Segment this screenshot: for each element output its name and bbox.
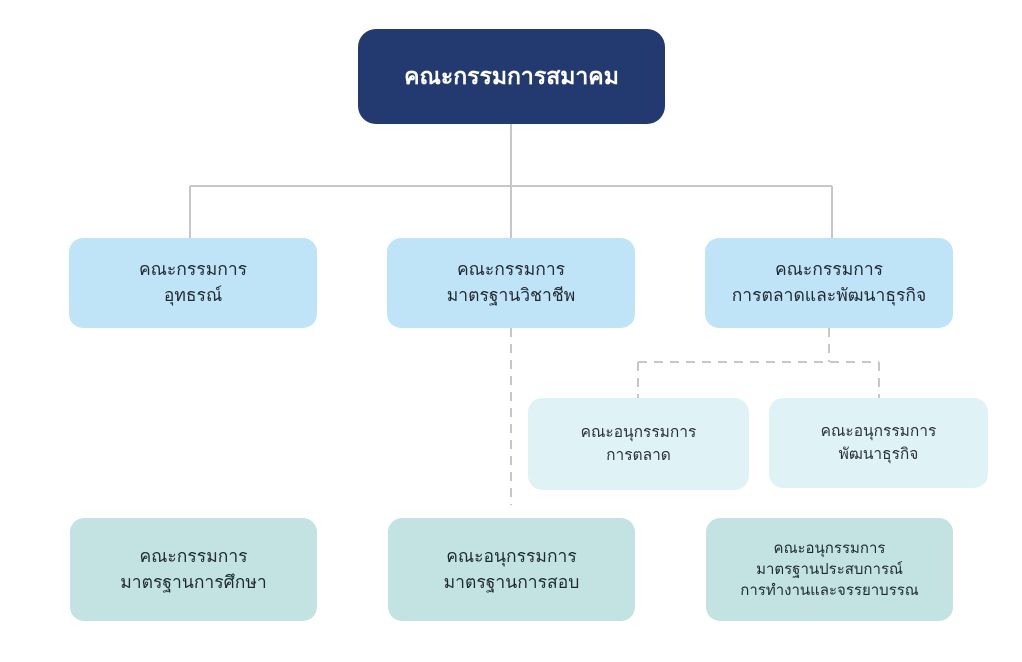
- root-node-label: คณะกรรมการสมาคม: [404, 63, 619, 90]
- bottom-node-line2: มาตรฐานการสอบ: [443, 572, 580, 593]
- bottom-node-line1: คณะอนุกรรมการ: [773, 539, 886, 557]
- solid-connectors: [189, 124, 833, 238]
- committee-node-line2: การตลาดและพัฒนาธุรกิจ: [731, 286, 927, 306]
- committee-node-marketing-business-development: คณะกรรมการ การตลาดและพัฒนาธุรกิจ: [705, 238, 953, 328]
- committee-node-education-standards: คณะกรรมการ มาตรฐานการศึกษา: [70, 518, 317, 621]
- bottom-node-line2: มาตรฐานการศึกษา: [120, 572, 267, 593]
- subcommittee-node-marketing: คณะอนุกรรมการ การตลาด: [528, 398, 749, 490]
- dashed-connectors: [510, 328, 880, 505]
- subcommittee-node-exam-standards: คณะอนุกรรมการ มาตรฐานการสอบ: [388, 518, 635, 621]
- subcommittee-node-line1: คณะอนุกรรมการ: [580, 423, 697, 441]
- subcommittee-node-line2: การตลาด: [606, 446, 671, 464]
- bottom-node-line1: คณะกรรมการ: [139, 546, 248, 567]
- committee-node-line2: มาตรฐานวิชาชีพ: [446, 286, 576, 306]
- committee-node-professional-standards: คณะกรรมการ มาตรฐานวิชาชีพ: [387, 238, 635, 328]
- committee-node-appeals: คณะกรรมการ อุทธรณ์: [69, 238, 317, 328]
- bottom-node-line2: มาตรฐานประสบการณ์: [756, 560, 903, 578]
- subcommittee-node-line1: คณะอนุกรรมการ: [820, 422, 937, 440]
- subcommittee-node-business-development: คณะอนุกรรมการ พัฒนาธุรกิจ: [769, 398, 988, 488]
- committee-node-line2: อุทธรณ์: [163, 286, 223, 306]
- subcommittee-node-line2: พัฒนาธุรกิจ: [838, 445, 919, 463]
- bottom-node-line1: คณะอนุกรรมการ: [446, 546, 577, 567]
- bottom-node-line3: การทำงานและจรรยาบรรณ: [740, 581, 919, 599]
- root-node-association-committee: คณะกรรมการสมาคม: [358, 29, 665, 124]
- committee-node-line1: คณะกรรมการ: [774, 260, 884, 280]
- committee-node-line1: คณะกรรมการ: [138, 260, 248, 280]
- committee-node-line1: คณะกรรมการ: [456, 260, 566, 280]
- subcommittee-node-experience-ethics-standards: คณะอนุกรรมการ มาตรฐานประสบการณ์ การทำงาน…: [706, 518, 953, 621]
